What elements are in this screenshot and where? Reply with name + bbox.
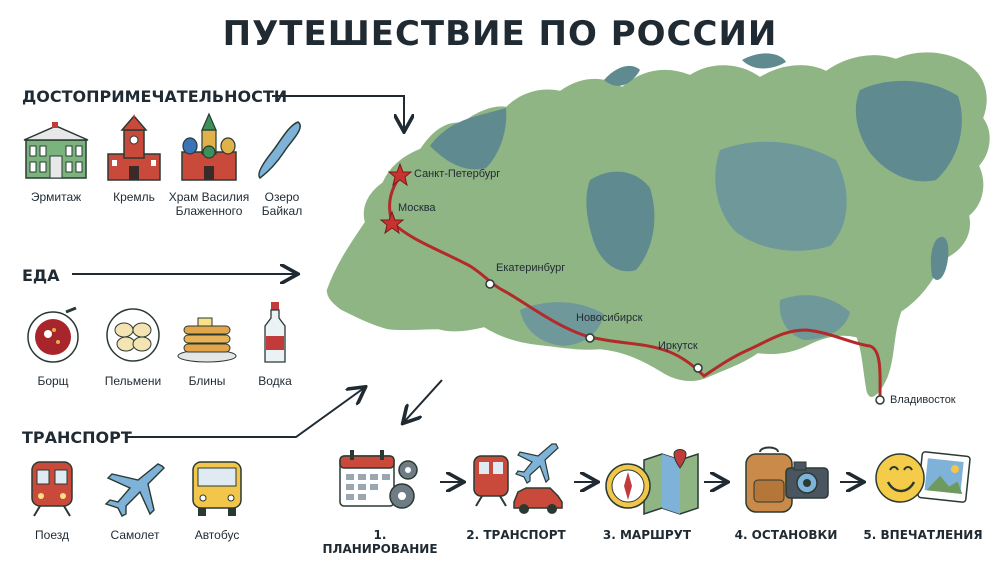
step-label-stops: 4. ОСТАНОВКИ (734, 528, 838, 542)
city-marker-ekaterinburg (485, 279, 495, 289)
smiley-photo-icon (874, 448, 972, 516)
bliny-icon (176, 308, 238, 364)
map-region-yakutia (715, 141, 847, 251)
transport-arrow (126, 388, 364, 438)
step-label-impressions: 5. ВПЕЧАТЛЕНИЯ (863, 528, 983, 542)
section-food-heading: ЕДА (22, 266, 60, 285)
city-label-spb: Санкт-Петербург (414, 168, 501, 180)
city-marker-spb (387, 162, 413, 187)
city-marker-moscow (379, 210, 405, 235)
transport-label-train: Поезд (35, 528, 69, 542)
map-to-steps-arrow (404, 379, 443, 422)
map-region-east (779, 295, 850, 340)
vodka-icon (262, 302, 288, 364)
lake-baikal-icon (254, 118, 308, 182)
step-label-route: 3. МАРШРУТ (602, 528, 692, 542)
st-basil-cathedral-icon (178, 112, 240, 182)
map-island-north (742, 53, 786, 69)
city-marker-irkutsk (693, 363, 703, 373)
city-label-vladivostok: Владивосток (890, 394, 956, 406)
borscht-icon (24, 306, 82, 364)
city-label-moscow: Москва (398, 202, 436, 214)
backpack-camera-icon (742, 446, 832, 516)
sight-label-hermitage: Эрмитаж (30, 190, 82, 204)
map-region-north (430, 108, 507, 170)
route-line (388, 174, 882, 400)
city-label-irkutsk: Иркутск (658, 340, 698, 352)
hermitage-icon (22, 122, 90, 182)
step-label-planning: 1. ПЛАНИРОВАНИЕ (322, 528, 438, 556)
calendar-gears-icon (338, 448, 424, 514)
sight-label-st-basil: Храм Василия Блаженного (168, 190, 250, 218)
city-label-novosibirsk: Новосибирск (576, 312, 643, 324)
food-label-bliny: Блины (188, 374, 226, 388)
city-label-ekaterinburg: Екатеринбург (496, 262, 566, 274)
city-marker-novosibirsk (585, 333, 595, 343)
kremlin-icon (104, 114, 164, 182)
bus-icon (190, 460, 244, 518)
food-label-pelmeni: Пельмени (104, 374, 162, 388)
transport-label-airplane: Самолет (110, 528, 160, 542)
step-label-transport: 2. ТРАНСПОРТ (466, 528, 566, 542)
sights-arrow (272, 95, 404, 130)
page-title: ПУТЕШЕСТВИЕ ПО РОССИИ (222, 14, 778, 54)
train-icon (28, 460, 76, 518)
food-label-borscht: Борщ (37, 374, 69, 388)
section-transport-heading: ТРАНСПОРТ (22, 428, 132, 447)
compass-map-icon (604, 446, 700, 516)
transport-label-bus: Автобус (194, 528, 240, 542)
map-region-siberia (586, 171, 655, 272)
food-label-vodka: Водка (258, 374, 292, 388)
airplane-icon (104, 462, 166, 518)
sight-label-kremlin: Кремль (113, 190, 155, 204)
map-island-novaya-zemlya (604, 65, 640, 86)
pelmeni-icon (104, 306, 162, 364)
city-marker-vladivostok (875, 395, 885, 405)
map-island-sakhalin (930, 236, 949, 280)
sight-label-baikal: Озеро Байкал (261, 190, 303, 218)
map-region-far-east (855, 80, 962, 182)
train-plane-car-icon (470, 442, 566, 516)
section-sights-heading: ДОСТОПРИМЕЧАТЕЛЬНОСТИ (22, 87, 288, 106)
